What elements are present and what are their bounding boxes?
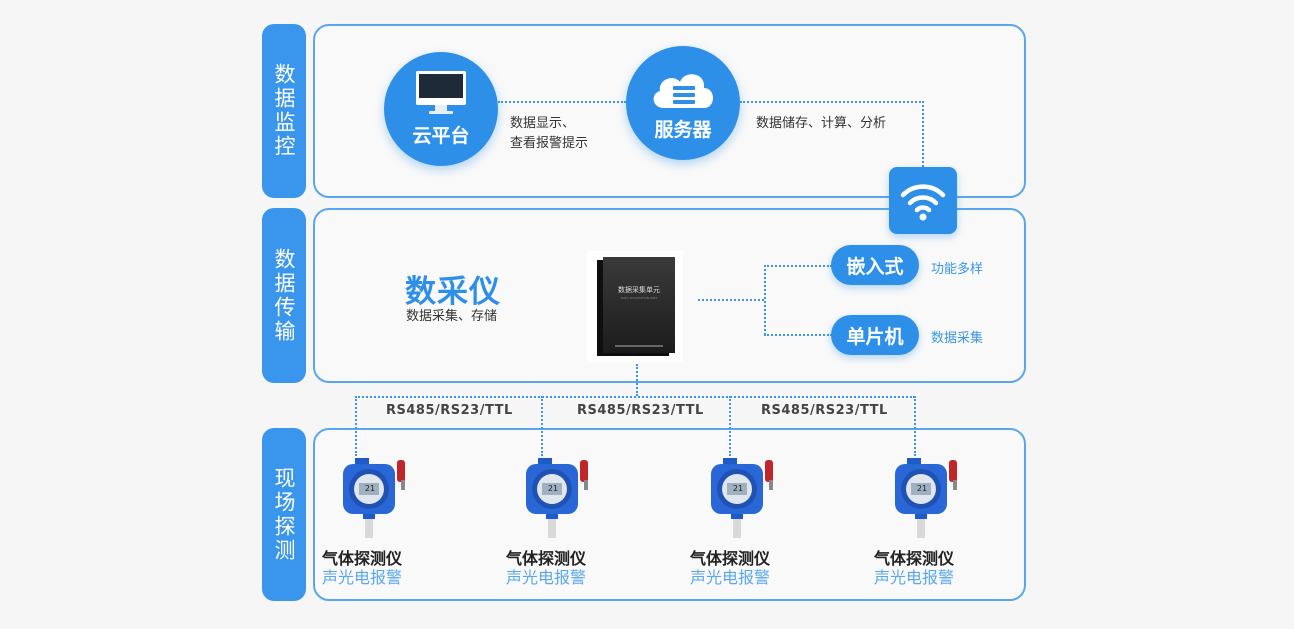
protocol-label-3: RS485/RS23/TTL bbox=[761, 403, 888, 418]
detector-4-name: 气体探测仪 bbox=[873, 549, 954, 568]
connector-server-wifi bbox=[740, 101, 924, 103]
side-label-transmit: 数据传输 bbox=[262, 208, 306, 383]
detector-3-sub: 声光电报警 bbox=[689, 568, 770, 587]
detector-display: 21 bbox=[916, 484, 928, 493]
protocol-label-1: RS485/RS23/TTL bbox=[386, 403, 513, 418]
cloud-note-line1: 数据显示、 bbox=[510, 116, 576, 131]
detector-1: 21 bbox=[337, 450, 415, 540]
protocol-label-2: RS485/RS23/TTL bbox=[577, 403, 704, 418]
field-panel bbox=[313, 428, 1026, 601]
detector-2-sub: 声光电报警 bbox=[505, 568, 586, 587]
detector-4-sub: 声光电报警 bbox=[873, 568, 954, 587]
connector-detector-2 bbox=[541, 396, 543, 456]
connector-branch-vertical bbox=[764, 265, 766, 335]
collector-device-box: 数据采集单元 DATA ACQUISITION UNIT bbox=[603, 257, 675, 353]
connector-cloud-server bbox=[498, 101, 626, 103]
detector-1-name: 气体探测仪 bbox=[321, 549, 402, 568]
cloud-platform-node: 云平台 bbox=[384, 52, 498, 166]
mcu-pill: 单片机 bbox=[831, 315, 919, 355]
connector-collector-branch bbox=[698, 299, 764, 301]
detector-display: 21 bbox=[732, 484, 744, 493]
embedded-note: 功能多样 bbox=[931, 262, 984, 277]
connector-detector-1 bbox=[355, 396, 357, 456]
server-note: 数据储存、计算、分析 bbox=[756, 116, 887, 131]
connector-to-mcu bbox=[764, 334, 832, 336]
server-label: 服务器 bbox=[654, 119, 712, 141]
embedded-pill: 嵌入式 bbox=[831, 245, 919, 285]
collector-subtitle: 数据采集、存储 bbox=[406, 309, 498, 324]
wifi-node bbox=[889, 167, 957, 234]
gas-detector-icon bbox=[711, 458, 773, 538]
cloud-platform-label: 云平台 bbox=[412, 125, 470, 147]
connector-detector-4 bbox=[914, 396, 916, 456]
monitor-icon bbox=[416, 71, 466, 114]
cloud-note: 数据显示、 查看报警提示 bbox=[510, 114, 588, 154]
collector-device-subtext: DATA ACQUISITION UNIT bbox=[620, 296, 658, 300]
cloud-note-line2: 查看报警提示 bbox=[510, 136, 589, 151]
detector-display: 21 bbox=[547, 484, 559, 493]
side-label-monitor: 数据监控 bbox=[262, 24, 306, 198]
detector-4: 21 bbox=[889, 450, 967, 540]
detector-2: 21 bbox=[520, 450, 598, 540]
connector-detector-3 bbox=[729, 396, 731, 456]
server-node: 服务器 bbox=[626, 46, 740, 160]
gas-detector-icon bbox=[895, 458, 957, 538]
connector-collector-bus bbox=[636, 364, 638, 396]
detector-3-name: 气体探测仪 bbox=[689, 549, 770, 568]
mcu-note: 数据采集 bbox=[931, 331, 984, 346]
detector-1-sub: 声光电报警 bbox=[321, 568, 402, 587]
connector-to-embedded bbox=[764, 265, 832, 267]
collector-device-text: 数据采集单元 bbox=[618, 286, 660, 294]
connector-bus bbox=[355, 396, 915, 398]
gas-detector-icon bbox=[343, 458, 405, 538]
detector-3: 21 bbox=[705, 450, 783, 540]
gas-detector-icon bbox=[526, 458, 588, 538]
detector-display: 21 bbox=[364, 484, 376, 493]
collector-device: 数据采集单元 DATA ACQUISITION UNIT bbox=[587, 251, 683, 362]
side-label-field: 现场探测 bbox=[262, 428, 306, 601]
cloud-server-icon bbox=[653, 74, 713, 108]
connector-wifi-down bbox=[922, 101, 924, 167]
collector-device-strip bbox=[615, 345, 663, 347]
detector-2-name: 气体探测仪 bbox=[505, 549, 586, 568]
wifi-icon bbox=[900, 184, 946, 221]
collector-title: 数采仪 bbox=[405, 274, 501, 310]
